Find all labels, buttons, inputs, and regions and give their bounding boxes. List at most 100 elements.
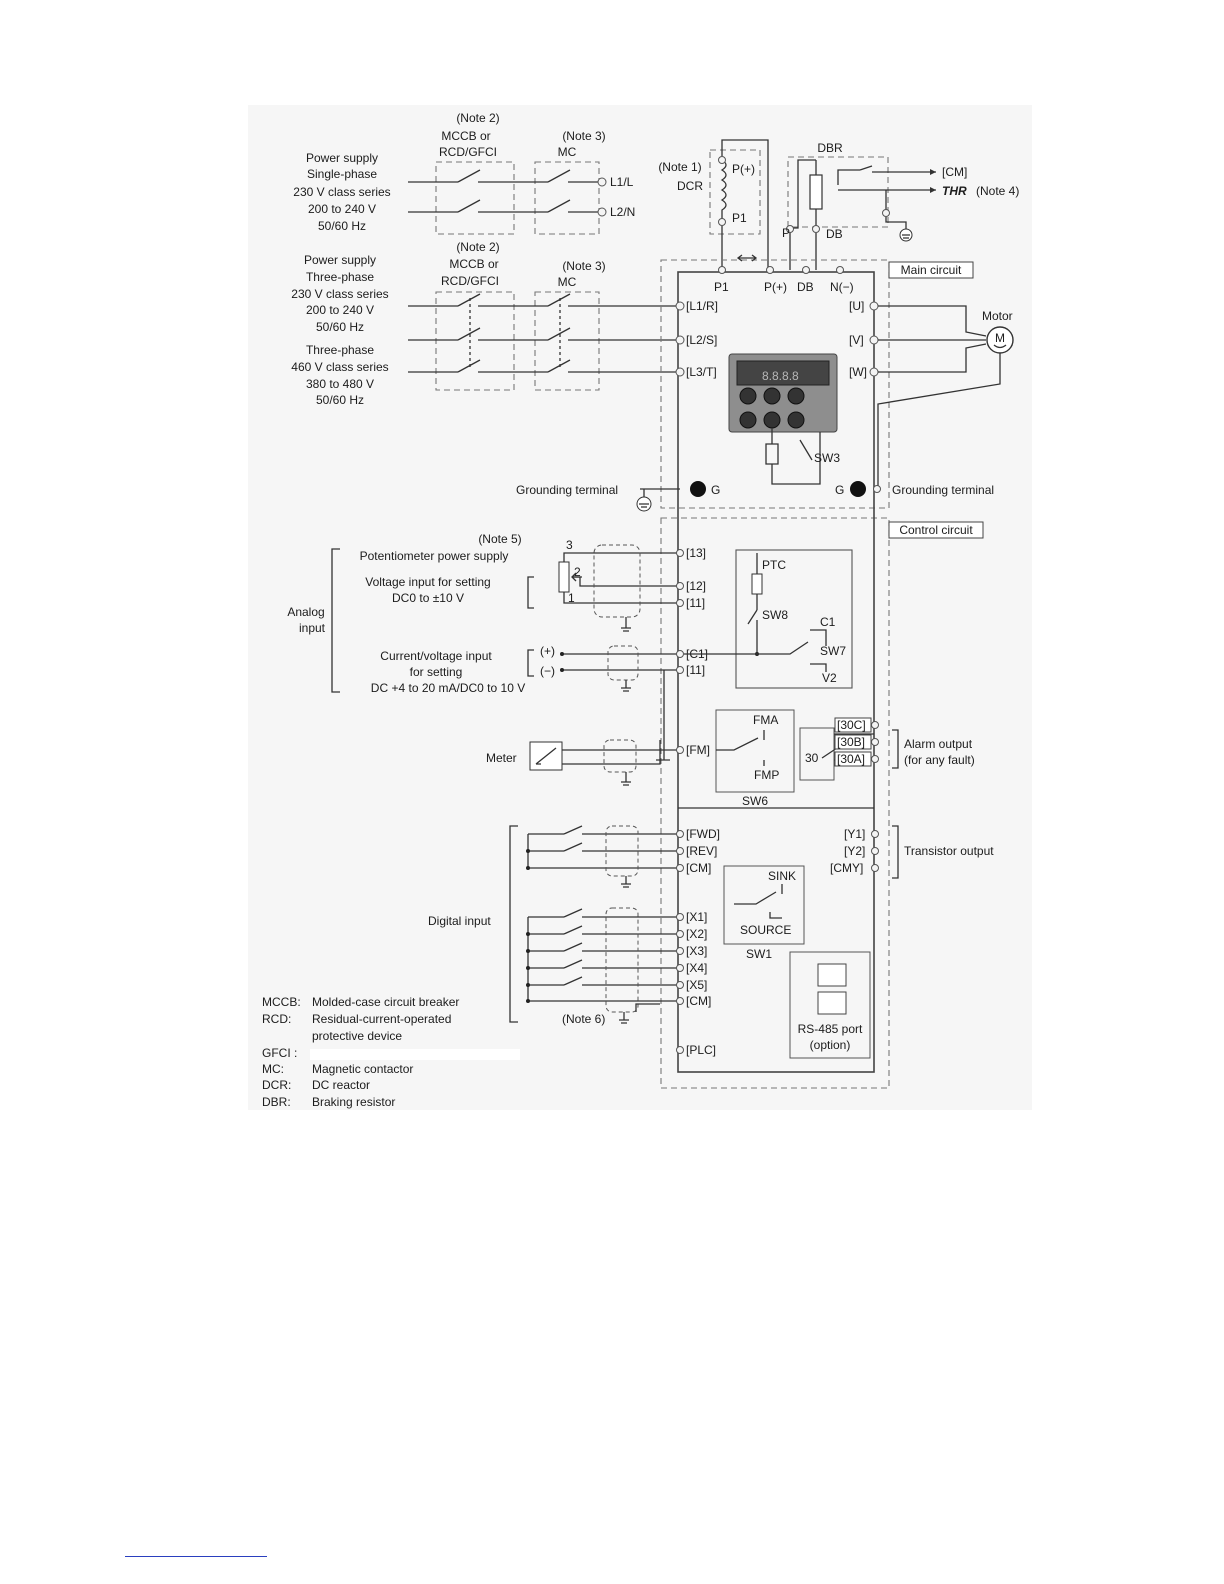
ground-left-terminal [690, 481, 706, 497]
terminal-x5-label: [X5] [686, 978, 707, 992]
digital-junction-2 [526, 866, 530, 870]
shield-ground-5 [619, 1003, 660, 1024]
dbr-cm-label: [CM] [942, 165, 967, 179]
ptc-label: PTC [762, 558, 786, 572]
terminal-l1l-label: L1/L [610, 175, 634, 189]
terminal-11a-label: [11] [686, 596, 705, 610]
control-circuit-label: Control circuit [899, 523, 973, 537]
meter-wires [562, 740, 678, 765]
sw8-contact [747, 609, 758, 625]
terminal-13-label: [13] [686, 546, 706, 560]
sw7-label: SW7 [820, 644, 846, 658]
legend-text-rcd: Residual-current-operated [312, 1012, 451, 1026]
ground-right-terminal [850, 481, 866, 497]
legend-abbr-mc: MC: [262, 1062, 284, 1076]
main-circuit: Main circuit P1 P(+) DB N(−) [L1/R] [L2/… [516, 254, 1014, 512]
sink-label: SINK [768, 869, 796, 883]
transistor-output-label: Transistor output [904, 844, 994, 858]
three-switch-contacts [457, 293, 571, 373]
terminal-x4-symbol [676, 964, 684, 972]
digital-input-label: Digital input [428, 914, 491, 928]
sw6-contact [716, 730, 765, 766]
terminal-l2s-symbol [675, 335, 685, 345]
terminal-u-label: [U] [849, 299, 864, 313]
pot-pin-1: 1 [568, 591, 575, 605]
terminal-l2s-label: [L2/S] [686, 333, 717, 347]
keypad-display-digits: 8.8.8.8 [762, 369, 799, 383]
terminal-x3-symbol [676, 947, 684, 955]
potentiometer-wiper [571, 572, 582, 582]
terminal-l1l-symbol [597, 177, 607, 187]
analog-input-bracket [331, 548, 340, 693]
three-mc-label: MC [558, 275, 577, 289]
three-switch-linkage [469, 298, 561, 370]
single-mc-box [534, 161, 600, 235]
dbr-db-label: DB [826, 227, 843, 241]
dcr-p1-terminal [718, 218, 726, 226]
dcr-pplus-label: P(+) [732, 162, 755, 176]
three-mc-note: (Note 3) [562, 259, 605, 273]
three-phase-line-1: Power supply [304, 253, 376, 267]
digital-fwd-rev-switches [563, 825, 583, 852]
main-circuit-tag [888, 261, 974, 279]
terminal-cm2-symbol [676, 997, 684, 1005]
sw7-wiring [684, 629, 827, 672]
shield-ground-4 [621, 876, 631, 888]
alarm-output-label-2: (for any fault) [904, 753, 975, 767]
digital-junction-5 [526, 966, 530, 970]
three-breaker-note: (Note 2) [456, 240, 499, 254]
dbr-ground-wire [885, 217, 907, 232]
single-breaker-note: (Note 2) [456, 111, 499, 125]
p1-jumper-arrows [736, 254, 758, 262]
pot-pin-2: 2 [574, 565, 581, 579]
terminal-rev-label: [REV] [686, 844, 717, 858]
sw1-contact [734, 884, 783, 919]
terminal-x1-label: [X1] [686, 910, 707, 924]
terminal-nminus-symbol [836, 266, 844, 274]
meter-label: Meter [486, 751, 517, 765]
three-phase-460-line-3: 380 to 480 V [306, 377, 374, 391]
terminal-30c-symbol [871, 721, 879, 729]
terminal-l2n-label: L2/N [610, 205, 635, 219]
terminal-y1-label: [Y1] [844, 827, 865, 841]
ground-right-label: Grounding terminal [892, 483, 994, 497]
ground-left-icon-lines [639, 503, 649, 508]
terminal-fm-symbol [676, 746, 684, 754]
single-breaker-box [435, 161, 515, 235]
terminal-nminus-label: N(−) [830, 280, 854, 294]
single-phase-line-3: 230 V class series [293, 185, 390, 199]
three-phase-supply: Power supply Three-phase 230 V class ser… [291, 240, 676, 407]
dbr-thr-label: THR [942, 184, 967, 198]
current-input-label-3: DC +4 to 20 mA/DC0 to 10 V [371, 681, 525, 695]
digital-junction-1 [526, 849, 530, 853]
terminal-cm1-symbol [676, 864, 684, 872]
alarm-output-bracket [892, 729, 899, 769]
legend-abbr-mccb: MCCB: [262, 995, 301, 1009]
terminal-y2-label: [Y2] [844, 844, 865, 858]
terminal-cm2-label: [CM] [686, 994, 711, 1008]
terminal-w-label: [W] [849, 365, 867, 379]
terminal-30c-label: [30C] [837, 718, 866, 732]
dbr-box [787, 156, 889, 228]
note5-label: (Note 5) [478, 532, 521, 546]
terminal-11a-symbol [676, 599, 684, 607]
shield-drain-wire [656, 670, 670, 761]
dbr-db-terminal [812, 225, 820, 233]
three-phase-460-line-1: Three-phase [306, 343, 374, 357]
sw3-label: SW3 [814, 451, 840, 465]
v2-label: V2 [822, 671, 837, 685]
current-input-bracket [527, 649, 534, 677]
three-phase-line-3: 230 V class series [291, 287, 388, 301]
terminal-y2-symbol [871, 847, 879, 855]
terminal-fm-label: [FM] [686, 743, 710, 757]
fma-label: FMA [753, 713, 778, 727]
terminal-12-label: [12] [686, 579, 706, 593]
three-phase-460-line-2: 460 V class series [291, 360, 388, 374]
terminal-w-symbol [869, 367, 879, 377]
terminal-l3t-symbol [675, 367, 685, 377]
current-input-label-1: Current/voltage input [380, 649, 492, 663]
transistor-output-bracket [892, 825, 899, 879]
terminal-y1-symbol [871, 830, 879, 838]
dbr-p-label: P [782, 226, 790, 240]
